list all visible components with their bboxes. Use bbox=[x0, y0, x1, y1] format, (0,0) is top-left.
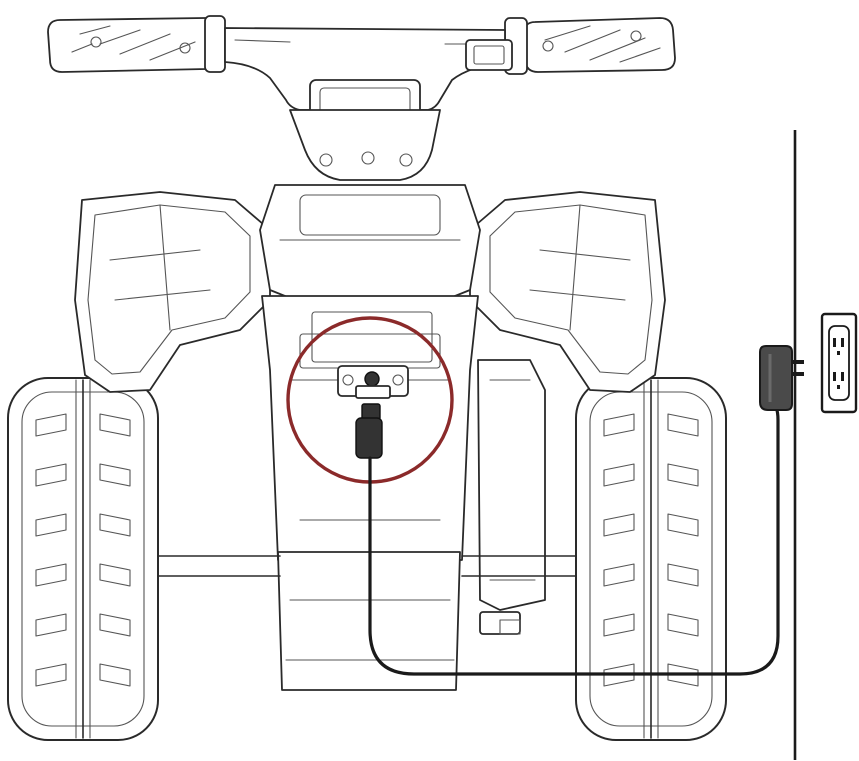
right-rear-tire bbox=[575, 377, 727, 741]
handlebar bbox=[47, 15, 676, 181]
left-rear-tire bbox=[7, 377, 159, 741]
charging-port bbox=[337, 365, 409, 459]
wall-outlet-icon bbox=[820, 312, 858, 414]
wall-adapter-icon bbox=[759, 345, 804, 411]
